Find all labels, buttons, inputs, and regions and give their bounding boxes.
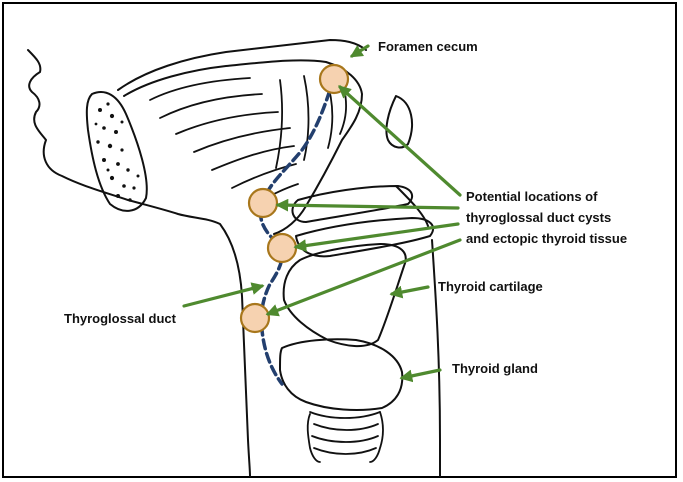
- nasal-sinus-outline: [87, 92, 147, 211]
- label-thyroid-cartilage: Thyroid cartilage: [438, 280, 543, 293]
- arrow-thyroid-gland: [402, 370, 440, 378]
- location-marker-lower: [241, 304, 269, 332]
- face-profile-outline: [28, 50, 250, 476]
- arrow-foramen-cecum: [352, 46, 368, 56]
- location-marker-middle: [268, 234, 296, 262]
- label-foramen-cecum: Foramen cecum: [378, 40, 478, 53]
- label-potential-line-3: and ectopic thyroid tissue: [466, 232, 627, 245]
- label-potential-line-1: Potential locations of: [466, 190, 597, 203]
- arrow-location-foramen: [340, 87, 460, 195]
- arrow-thyroglossal-duct: [184, 286, 262, 306]
- trachea-rings: [308, 412, 383, 462]
- label-thyroglossal-duct: Thyroglossal duct: [64, 312, 176, 325]
- thyroid-cartilage-outline: [284, 244, 406, 346]
- label-potential-line-2: thyroglossal duct cysts: [466, 211, 611, 224]
- thyroid-gland-outline: [280, 339, 402, 410]
- location-marker-upper: [249, 189, 277, 217]
- label-thyroid-gland: Thyroid gland: [452, 362, 538, 375]
- pointer-arrows: [184, 46, 460, 378]
